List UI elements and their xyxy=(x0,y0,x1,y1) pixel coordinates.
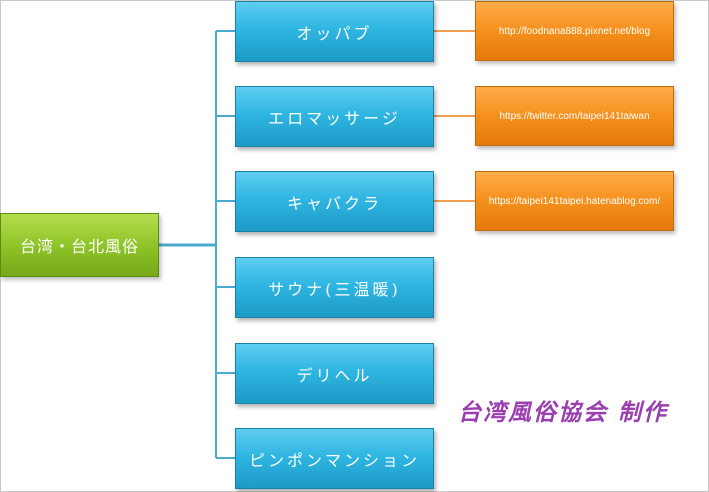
root-node: 台湾・台北風俗 xyxy=(0,213,159,277)
url-node-oppabu[interactable]: http://foodnana888.pixnet.net/blog xyxy=(475,1,674,61)
url-node-ero-massage[interactable]: https://twitter.com/taipei141taiwan xyxy=(475,86,674,146)
node-pinpon-mansion: ピンポンマンション xyxy=(235,428,434,489)
node-oppabu: オッパブ xyxy=(235,1,434,62)
credit-text: 台湾風俗協会 制作 xyxy=(458,399,669,426)
node-kyabakura: キャバクラ xyxy=(235,171,434,232)
node-deriheru: デリヘル xyxy=(235,343,434,404)
node-ero-massage: エロマッサージ xyxy=(235,86,434,147)
node-sauna: サウナ(三温暖) xyxy=(235,257,434,318)
url-node-kyabakura[interactable]: https://taipei141taipei.hatenablog.com/ xyxy=(475,171,674,231)
